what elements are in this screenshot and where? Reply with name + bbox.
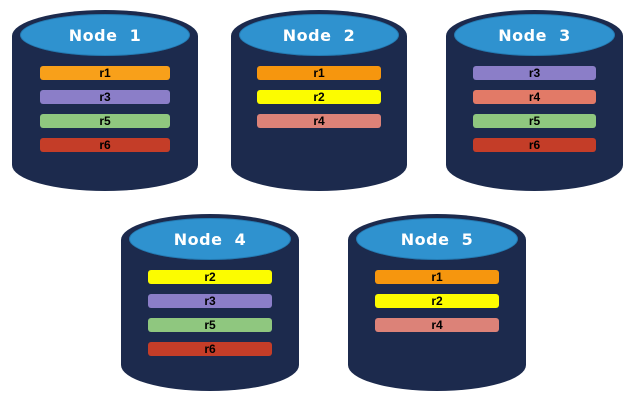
replica-bar: r4 bbox=[257, 114, 381, 128]
replica-bar: r3 bbox=[147, 294, 273, 308]
node-title: Node 2 bbox=[282, 25, 356, 45]
cylinder-body bbox=[348, 240, 526, 391]
cylinder-top-face: Node 5 bbox=[356, 218, 518, 260]
cylinder-top-face: Node 3 bbox=[454, 14, 615, 56]
replica-bar-label: r5 bbox=[528, 114, 541, 128]
replica-bar-list: r3 r4 r5 r6 bbox=[472, 66, 597, 152]
replica-bar: r3 bbox=[39, 90, 171, 104]
replica-bar-label: r3 bbox=[204, 294, 216, 308]
cylinder-body bbox=[12, 36, 198, 191]
replica-bar-list: r1 r2 r4 bbox=[374, 270, 500, 332]
replica-bar-label: r4 bbox=[528, 90, 541, 104]
cylinder-body bbox=[446, 36, 623, 191]
replica-bar-label: r3 bbox=[528, 66, 541, 80]
node-title: Node 5 bbox=[400, 229, 474, 249]
replica-bar-list: r1 r3 r5 r6 bbox=[39, 66, 171, 152]
replica-bar-label: r5 bbox=[204, 318, 216, 332]
database-node: Node 4 r2 r3 r5 r6 bbox=[121, 214, 299, 391]
replica-bar: r5 bbox=[472, 114, 597, 128]
cylinder-top-face: Node 2 bbox=[239, 14, 399, 56]
replica-bar: r6 bbox=[39, 138, 171, 152]
cylinder-body bbox=[231, 36, 407, 191]
replica-bar-label: r1 bbox=[431, 270, 443, 284]
database-node: Node 5 r1 r2 r4 bbox=[348, 214, 526, 391]
replica-bar-label: r4 bbox=[313, 114, 325, 128]
node-title: Node 3 bbox=[498, 25, 571, 45]
replica-bar-label: r1 bbox=[313, 66, 325, 80]
replica-bar: r4 bbox=[472, 90, 597, 104]
replica-bar-label: r3 bbox=[99, 90, 111, 104]
replica-bar-label: r2 bbox=[431, 294, 443, 308]
replica-bar-label: r6 bbox=[528, 138, 541, 152]
replica-bar: r6 bbox=[472, 138, 597, 152]
replica-bar: r5 bbox=[39, 114, 171, 128]
cylinder-top-face: Node 4 bbox=[129, 218, 291, 260]
replica-bar-label: r5 bbox=[99, 114, 111, 128]
replica-bar-label: r2 bbox=[204, 270, 216, 284]
node-title: Node 1 bbox=[68, 25, 142, 45]
cylinder-top-face: Node 1 bbox=[20, 14, 190, 56]
replica-bar: r1 bbox=[257, 66, 381, 80]
replica-bar: r6 bbox=[147, 342, 273, 356]
replica-bar: r4 bbox=[374, 318, 500, 332]
cylinder-body bbox=[121, 240, 299, 391]
replica-bar-label: r1 bbox=[99, 66, 111, 80]
node-title: Node 4 bbox=[173, 229, 247, 249]
replica-bar: r1 bbox=[374, 270, 500, 284]
replica-bar-label: r6 bbox=[204, 342, 216, 356]
database-node: Node 3 r3 r4 r5 r6 bbox=[446, 10, 623, 191]
replica-bar-list: r2 r3 r5 r6 bbox=[147, 270, 273, 356]
replica-bar: r5 bbox=[147, 318, 273, 332]
replica-bar: r2 bbox=[257, 90, 381, 104]
replica-bar: r1 bbox=[39, 66, 171, 80]
replica-bar: r3 bbox=[472, 66, 597, 80]
replica-bar-label: r4 bbox=[431, 318, 443, 332]
replica-bar: r2 bbox=[147, 270, 273, 284]
database-node: Node 2 r1 r2 r4 bbox=[231, 10, 407, 191]
replica-bar-list: r1 r2 r4 bbox=[257, 66, 381, 128]
replica-bar-label: r6 bbox=[99, 138, 111, 152]
database-node: Node 1 r1 r3 r5 r6 bbox=[12, 10, 198, 191]
replica-bar: r2 bbox=[374, 294, 500, 308]
replica-bar-label: r2 bbox=[313, 90, 325, 104]
